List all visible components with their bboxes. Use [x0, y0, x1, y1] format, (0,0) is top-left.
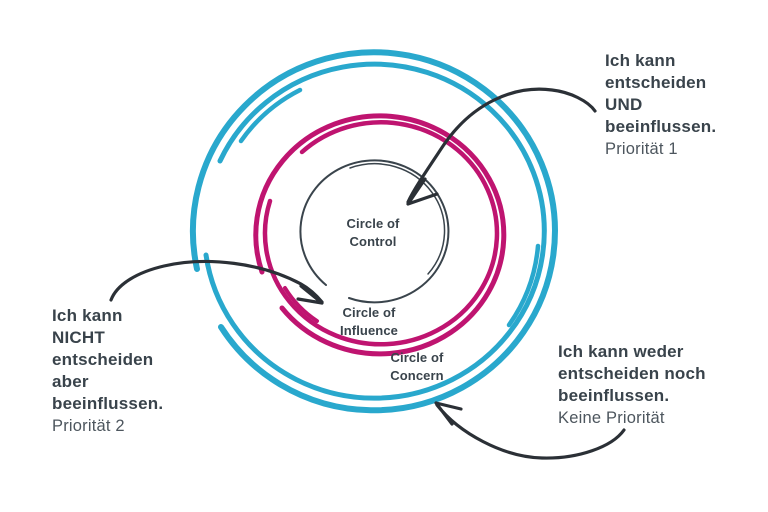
circle-of-influence-label: Circle of Influence: [340, 305, 398, 339]
arrow-to-control-icon: [406, 87, 597, 206]
annotation-arrows: [109, 87, 626, 460]
annotation-no-priority-text: Ich kann weder entscheiden noch beeinflu…: [558, 342, 706, 406]
circle-of-control-label: Circle of Control: [346, 216, 400, 250]
annotation-priority-2-text: Ich kann NICHT entscheiden aber beeinflu…: [52, 306, 164, 414]
circle-of-influence-ring: [253, 113, 507, 357]
circle-of-concern-label: Circle of Concern: [390, 350, 444, 384]
arrow-to-concern-icon: [434, 401, 626, 460]
annotation-priority-2-label: Priorität 2: [52, 417, 125, 436]
circle-of-concern-ring: [189, 49, 558, 414]
annotation-no-priority: Ich kann weder entscheiden noch beeinflu…: [558, 341, 706, 430]
annotation-priority-1-label: Priorität 1: [605, 140, 678, 159]
arrow-to-influence-icon: [109, 259, 324, 305]
circle-of-control-ring: [299, 159, 450, 304]
annotation-priority-1-text: Ich kann entscheiden UND beeinflussen.: [605, 51, 717, 137]
annotation-priority-1: Ich kann entscheiden UND beeinflussen. P…: [605, 50, 716, 161]
annotation-priority-2: Ich kann NICHT entscheiden aber beeinflu…: [52, 305, 163, 438]
annotation-no-priority-label: Keine Priorität: [558, 409, 665, 428]
